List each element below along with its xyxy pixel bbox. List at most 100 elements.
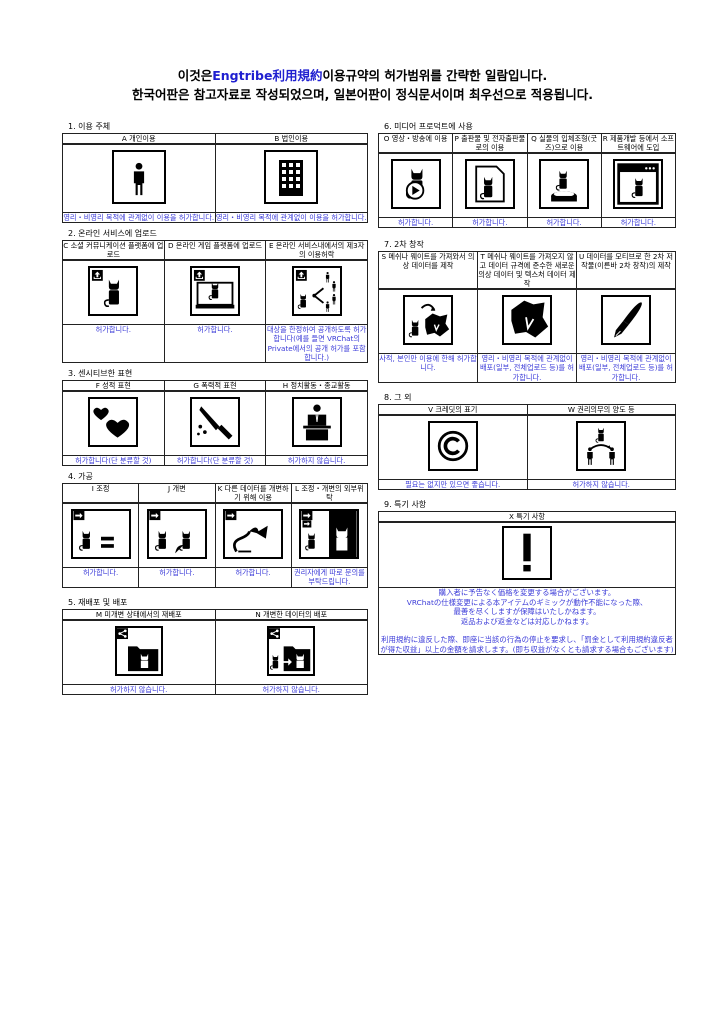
item-d-head: D 온라인 게임 플랫폼에 업로드 <box>163 240 267 262</box>
redistribute-icon <box>114 625 163 676</box>
section-3-label: 3. 센시티브한 표현 <box>68 369 133 379</box>
section-4-table: I 조정 J 개변 K 다른 데이터를 개변하기 위해 이용 L 조정・개변의 … <box>61 483 369 588</box>
item-o-head: O 영상・방송에 이용 <box>377 133 454 154</box>
item-i-permission: 허가합니다. <box>61 567 140 588</box>
item-u-head: U 데이터를 모티브로 한 2차 저작물(이른바 2차 창작)의 제작 <box>576 251 676 291</box>
title-prefix: 이것은 <box>177 68 213 83</box>
title-line-2: 한국어판은 참고자료로 작성되었으며, 일본어판이 정식문서이며 최우선으로 적… <box>131 87 594 102</box>
section-5-table: M 미개변 상태에서의 재배포 N 개변한 데이터의 배포 허가하지 않습니다.… <box>62 608 368 695</box>
note-spacer <box>379 626 675 635</box>
right-column: 6. 미디어 프로덕트에 사용 O 영상・방송에 이용 P 출판물 및 전자출판… <box>377 122 677 656</box>
upload-social-icon <box>88 266 139 317</box>
item-e-permission: 대상을 한정하여 공개하도록 허가합니다(예를 들면 VRChat의 Priva… <box>265 324 368 364</box>
video-play-icon <box>390 159 441 209</box>
item-i-head: I 조정 <box>61 483 140 505</box>
item-c-head: C 소셜 커뮤니케이션 플랫폼에 업로드 <box>62 240 165 262</box>
hearts-icon <box>88 397 139 448</box>
item-n-head: N 개변한 데이터의 배포 <box>214 608 368 621</box>
item-k-head: K 다른 데이터를 개변하기 위해 이용 <box>214 483 292 505</box>
item-v-permission: 필요는 없지만 있으면 좋습니다. <box>378 478 528 491</box>
item-x-head: X 특기 사항 <box>378 511 676 523</box>
item-m-permission: 허가하지 않습니다. <box>62 683 216 695</box>
item-g-permission: 허가합니다(단 분류할 것) <box>163 455 267 467</box>
section-7-label: 7. 2차 창작 <box>384 240 424 250</box>
item-p-head: P 출판물 및 전자출판물로의 이용 <box>452 133 528 154</box>
exclamation-icon <box>502 526 552 581</box>
adjust-icon <box>70 509 131 560</box>
item-f-permission: 허가합니다(단 분류할 것) <box>62 455 165 467</box>
note-line-1: 購入者に予告なく価格を変更する場合がございます。 <box>438 588 616 598</box>
note-line-3: 最善を尽くしますが保障はいたしかねます。 <box>453 607 601 617</box>
item-q-head: Q 실물의 입체조형(굿즈)으로 이용 <box>526 133 602 154</box>
item-h-permission: 허가하지 않습니다. <box>265 455 368 467</box>
item-w-permission: 허가하지 않습니다. <box>526 478 676 491</box>
section-7-table: S 메쉬나 웨이트를 가져와서 의상 데이터를 제작 T 메쉬나 웨이트를 가져… <box>378 251 676 383</box>
section-3-table: F 성적 표현 G 폭력적 표현 H 정치활동・종교활동 허가합니다(단 분류할… <box>62 380 368 467</box>
item-j-permission: 허가합니다. <box>138 567 216 588</box>
pen-nib-icon <box>601 295 651 346</box>
note-line-2: VRChatの仕様変更による本アイテムのギミックが動作不能になった際、 <box>406 597 648 607</box>
item-o-permission: 허가합니다. <box>377 216 454 229</box>
item-a-permission: 영리・비영리 목적에 관계없이 이용을 허가합니다. <box>62 211 216 224</box>
software-window-icon <box>613 159 664 209</box>
section-4-label: 4. 가공 <box>68 472 93 482</box>
item-c-permission: 허가합니다. <box>62 324 165 364</box>
distribute-modified-icon <box>267 625 316 676</box>
modify-icon <box>146 509 207 560</box>
item-l-permission: 권리자에게 따로 문의를 부탁드립니다. <box>290 567 369 588</box>
section-1-label: 1. 이용 주체 <box>68 122 111 131</box>
item-m-head: M 미개변 상태에서의 재배포 <box>62 608 216 621</box>
item-u-permission: 영리・비영리 목적에 관계없이 배포(일부, 전체업로드 등)를 허가합니다. <box>576 353 676 383</box>
section-2-label: 2. 온라인 서비스에 업로드 <box>68 229 157 239</box>
section-6-table: O 영상・방송에 이용 P 출판물 및 전자출판물로의 이용 Q 실물의 입체조… <box>377 133 677 229</box>
copyright-icon <box>427 420 478 471</box>
item-e-head: E 온라인 서비스내에서의 제3자의 이용허락 <box>265 240 368 262</box>
section-5-label: 5. 재배포 및 배포 <box>68 597 128 607</box>
item-a-head: A 개인이용 <box>62 133 216 145</box>
share-third-party-icon <box>291 266 342 317</box>
transfer-rights-icon <box>576 420 627 471</box>
figure-icon <box>539 159 590 209</box>
terms-name: Engtribe利用規約 <box>212 68 323 83</box>
item-l-head: L 조정・개변의 외부위탁 <box>290 483 369 505</box>
item-b-permission: 영리・비영리 목적에 관계없이 이용을 허가합니다. <box>214 211 368 224</box>
podium-speaker-icon <box>291 397 342 448</box>
note-line-6: 利用規約に違反した際、即座に当該の行為の停止を要求し、「罰金として利用規約違反者… <box>380 635 674 654</box>
item-t-head: T 메쉬나 웨이트를 가져오지 않고 데이터 규격에 준수한 새로운 의상 데이… <box>477 251 577 291</box>
reuse-parts-icon <box>223 509 284 560</box>
item-s-head: S 메쉬나 웨이트를 가져와서 의상 데이터를 제작 <box>378 251 478 291</box>
item-t-permission: 영리・비영리 목적에 관계없이 배포(일부, 전체업로드 등)를 허가합니다. <box>477 353 577 383</box>
item-v-head: V 크레딧의 표기 <box>378 403 528 416</box>
upload-game-icon <box>189 266 240 317</box>
section-8-table: V 크레딧의 표기 W 권리의무의 양도 등 필요는 없지만 있으면 좋습니다.… <box>378 403 676 491</box>
document-title: 이것은Engtribe利用規約이용규약의 허가범위를 간략한 일람입니다. 한국… <box>0 66 725 104</box>
item-s-permission: 사적, 본인만 이용에 한해 허가합니다. <box>378 353 478 383</box>
person-icon <box>111 150 166 204</box>
section-2-table: C 소셜 커뮤니케이션 플랫폼에 업로드 D 온라인 게임 플랫폼에 업로드 E… <box>62 240 368 364</box>
item-q-permission: 허가합니다. <box>526 216 602 229</box>
section-8-label: 8. 그 외 <box>384 392 412 402</box>
item-j-head: J 개변 <box>138 483 216 505</box>
item-f-head: F 성적 표현 <box>62 380 165 392</box>
clothing-transfer-icon <box>403 295 453 346</box>
title-suffix: 이용규약의 허가범위를 간략한 일람입니다. <box>322 68 548 83</box>
item-n-permission: 허가하지 않습니다. <box>214 683 368 695</box>
building-icon <box>264 150 319 204</box>
item-d-permission: 허가합니다. <box>163 324 267 364</box>
special-notes: 購入者に予告なく価格を変更する場合がございます。 VRChatの仕様変更による本… <box>378 587 676 656</box>
outsource-icon <box>299 509 360 560</box>
left-column: 1. 이용 주체 A 개인이용 B 법인이용 영리・비영리 목적에 관계없이 이… <box>61 122 369 695</box>
section-1-table: A 개인이용 B 법인이용 영리・비영리 목적에 관계없이 이용을 허가합니다.… <box>62 133 368 224</box>
item-r-head: R 제품개발 등에서 소프트웨어에 도입 <box>600 133 677 154</box>
item-h-head: H 정치활동・종교활동 <box>265 380 368 392</box>
item-g-head: G 폭력적 표현 <box>163 380 267 392</box>
knife-icon <box>189 397 240 448</box>
item-w-head: W 권리의무의 양도 등 <box>526 403 676 416</box>
item-r-permission: 허가합니다. <box>600 216 677 229</box>
item-b-head: B 법인이용 <box>214 133 368 145</box>
section-6-label: 6. 미디어 프로덕트에 사용 <box>384 122 473 131</box>
document-icon <box>464 159 515 209</box>
title-line-1: 이것은Engtribe利用規約이용규약의 허가범위를 간략한 일람입니다. <box>0 66 725 85</box>
item-k-permission: 허가합니다. <box>214 567 292 588</box>
new-clothing-icon <box>502 295 552 346</box>
